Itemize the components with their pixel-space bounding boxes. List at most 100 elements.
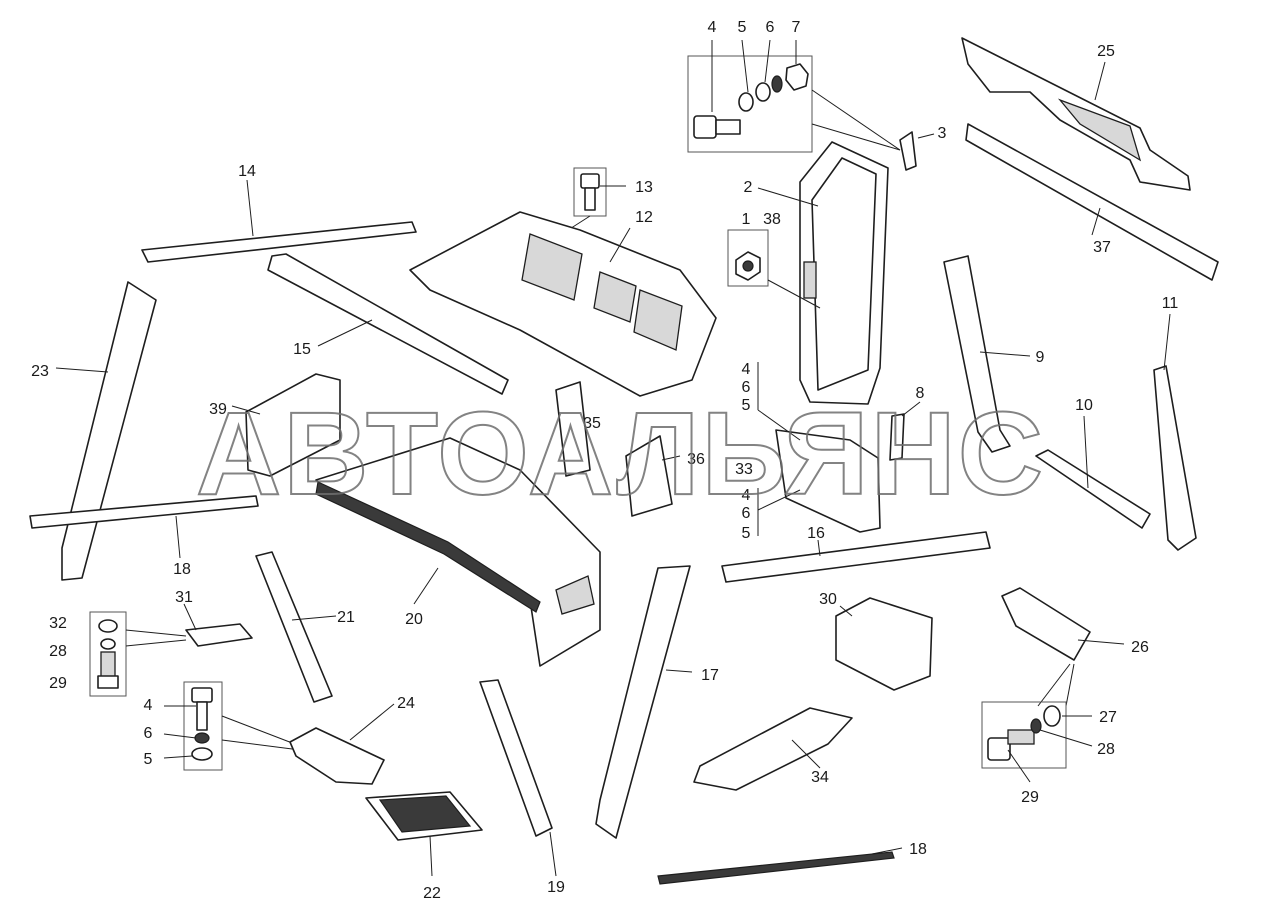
callout-label-c18a: 18: [173, 561, 191, 578]
callout-label-c23: 23: [31, 363, 49, 380]
part-31-plate: [185, 623, 253, 647]
bolt-shank: [715, 119, 741, 135]
callout-label-c5c: 5: [742, 525, 751, 542]
part-11-post: [1153, 365, 1197, 551]
callout-label-c37: 37: [1093, 239, 1111, 256]
washer-6: [755, 82, 771, 102]
part-21-post: [255, 551, 333, 703]
leader-26-to-bolt-b: [1065, 663, 1075, 707]
callout-label-c17: 17: [701, 667, 719, 684]
part-9-post: [943, 255, 1011, 453]
part-36-bracket: [625, 435, 673, 517]
part-30-tray: [835, 597, 933, 691]
part-2-hinge: [803, 261, 817, 299]
part-13-bolt-shank: [584, 187, 596, 211]
part-14-rail: [141, 221, 417, 263]
part-13-bolt-head: [580, 173, 600, 189]
part-18b-rail: [657, 851, 895, 885]
callout-label-c18b: 18: [909, 841, 927, 858]
leader-6d: [163, 733, 197, 739]
part-10-rail: [1035, 449, 1151, 529]
leader-22: [429, 835, 433, 877]
leader-21: [291, 615, 337, 621]
part-group-bolt-top: [687, 39, 901, 153]
callout-label-c28b: 28: [1097, 741, 1115, 758]
part-15-rail: [267, 253, 509, 395]
nut-7: [785, 63, 809, 91]
part-3-bracket: [899, 131, 917, 171]
callout-label-c4c: 4: [742, 487, 751, 504]
part-4d-bolt-head: [191, 687, 213, 703]
bolt-group-24-frame: [183, 681, 223, 771]
callout-label-c6b: 6: [742, 379, 751, 396]
part-5d-washer: [191, 747, 213, 761]
bolt-group-27-frame: [981, 701, 1067, 769]
leader-bolt-to-31: [125, 629, 187, 637]
leader-29b: [1007, 749, 1031, 783]
part-12-dash-frame: [409, 211, 717, 397]
part-25-rib: [1057, 98, 1142, 162]
callout-label-c19: 19: [547, 879, 565, 896]
leader-14: [246, 179, 254, 237]
callout-label-c36: 36: [687, 451, 705, 468]
leader-11: [1163, 313, 1171, 371]
leader-15: [317, 319, 373, 347]
callout-label-c9: 9: [1036, 349, 1045, 366]
callout-label-c10: 10: [1075, 397, 1093, 414]
callout-label-c4a: 4: [708, 19, 717, 36]
leader-bolt-to-24: [221, 715, 301, 747]
part-4d-shank: [196, 701, 208, 731]
watermark-text: АВТОАЛЬЯНС: [196, 388, 1045, 520]
leader-8: [901, 401, 921, 417]
callout-label-c29b: 29: [1021, 789, 1039, 806]
leader-25: [1094, 61, 1106, 101]
leader-5a: [741, 39, 749, 93]
part-22-inner: [378, 795, 472, 833]
callout-label-c27: 27: [1099, 709, 1117, 726]
part-33-box: [775, 429, 881, 533]
part-16-rail: [721, 531, 991, 583]
part-19-post: [479, 679, 553, 837]
leader-30: [839, 605, 853, 617]
leader-19: [549, 831, 557, 877]
leader-28b: [1039, 729, 1093, 747]
part-32-washer: [98, 619, 118, 633]
callout-label-c35: 35: [583, 415, 601, 432]
leader-6a: [764, 39, 771, 83]
part-8-latch: [889, 413, 905, 461]
leader-16: [817, 539, 821, 557]
part-34-plate: [693, 707, 853, 791]
callout-label-c30: 30: [819, 591, 837, 608]
part-29b-bolt-head: [987, 737, 1011, 761]
callout-label-c16: 16: [807, 525, 825, 542]
part-20-vent: [555, 575, 595, 615]
leader-3: [917, 133, 935, 139]
part-12-window-mid: [593, 271, 637, 323]
callout-label-c33: 33: [735, 461, 753, 478]
part-6d-washer: [194, 732, 210, 744]
callout-label-c22: 22: [423, 885, 441, 902]
part-26-bracket: [1001, 587, 1091, 661]
callout-label-c39: 39: [209, 401, 227, 418]
part-23-post: [61, 281, 157, 581]
part-28b-washer: [1030, 718, 1042, 734]
leader-37: [1091, 207, 1101, 236]
callout-label-c6a: 6: [766, 19, 775, 36]
leader-1-to-2: [767, 279, 821, 309]
callout-label-c34: 34: [811, 769, 829, 786]
leader-23: [55, 367, 109, 373]
callout-label-c15: 15: [293, 341, 311, 358]
leader-bolt-to-24b: [221, 739, 301, 751]
leader-39: [231, 405, 261, 415]
part-27-washer: [1043, 705, 1061, 727]
leader-34: [791, 739, 821, 769]
part-12-window-right: [633, 289, 683, 351]
leader-20: [413, 567, 439, 605]
part-35-bracket: [555, 381, 591, 477]
leader-26-to-bolt: [1037, 663, 1071, 707]
bolt-group-frame: [687, 55, 813, 153]
callout-label-c5d: 5: [144, 751, 153, 768]
callout-label-c29a: 29: [49, 675, 67, 692]
leader-18a: [175, 515, 181, 559]
